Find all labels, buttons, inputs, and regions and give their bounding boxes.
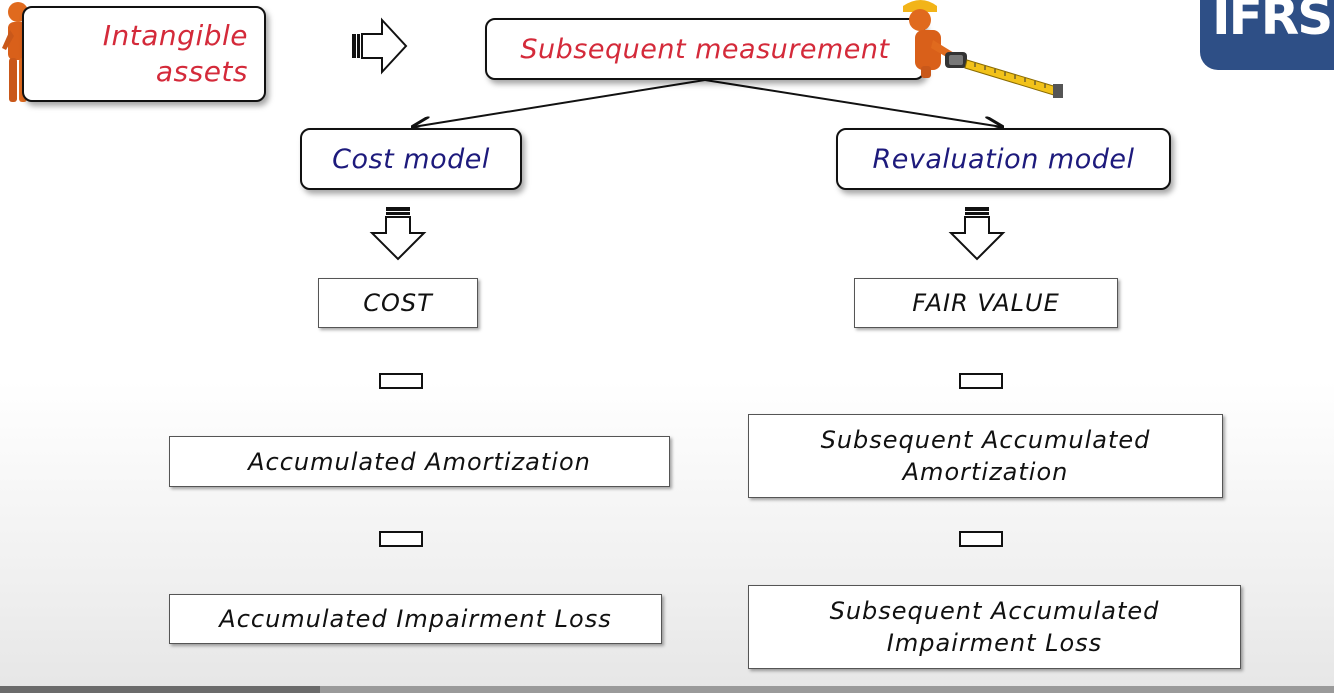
outline-down-arrow-icon — [948, 207, 1006, 261]
cost-model-label: Cost model — [332, 143, 490, 175]
subsequent-accumulated-impairment-loss-box: Subsequent Accumulated Impairment Loss — [748, 585, 1241, 669]
minus-sign — [379, 531, 423, 547]
accumulated-amortization-label: Accumulated Amortization — [248, 447, 591, 476]
accumulated-amortization-box: Accumulated Amortization — [169, 436, 670, 487]
ifrs-logo: IFRS — [1200, 0, 1334, 70]
intangible-assets-box: Intangible assets — [22, 6, 266, 102]
orange-worker-with-measuring-tape-icon — [903, 0, 1063, 98]
subsequent-accumulated-amortization-line1: Subsequent Accumulated — [820, 426, 1151, 454]
outline-right-arrow-icon — [352, 17, 408, 75]
minus-sign — [959, 531, 1003, 547]
video-progress-track[interactable] — [0, 686, 1334, 693]
video-progress-fill[interactable] — [0, 686, 321, 693]
ifrs-logo-text: IFRS — [1212, 0, 1333, 46]
subsequent-accumulated-amortization-line2: Amortization — [902, 458, 1069, 486]
minus-sign — [959, 373, 1003, 389]
subsequent-measurement-box: Subsequent measurement — [485, 18, 925, 80]
cost-box: COST — [318, 278, 478, 328]
subsequent-measurement-label: Subsequent measurement — [520, 33, 890, 65]
subsequent-accumulated-amortization-box: Subsequent Accumulated Amortization — [748, 414, 1223, 498]
subsequent-accumulated-impairment-loss-line1: Subsequent Accumulated — [829, 597, 1160, 625]
intangible-assets-line2: assets — [155, 55, 248, 88]
cost-model-box: Cost model — [300, 128, 522, 190]
subsequent-accumulated-impairment-loss-line2: Impairment Loss — [886, 629, 1103, 657]
accumulated-impairment-loss-box: Accumulated Impairment Loss — [169, 594, 662, 644]
fair-value-label: FAIR VALUE — [912, 289, 1060, 317]
revaluation-model-label: Revaluation model — [872, 143, 1135, 175]
connector-to-cost-model — [413, 79, 706, 127]
outline-down-arrow-icon — [369, 207, 427, 261]
intangible-assets-line1: Intangible — [102, 19, 248, 52]
connector-to-revaluation-model — [704, 79, 1002, 127]
accumulated-impairment-loss-label: Accumulated Impairment Loss — [219, 605, 612, 633]
fair-value-box: FAIR VALUE — [854, 278, 1118, 328]
minus-sign — [379, 373, 423, 389]
cost-label: COST — [363, 289, 433, 317]
revaluation-model-box: Revaluation model — [836, 128, 1171, 190]
